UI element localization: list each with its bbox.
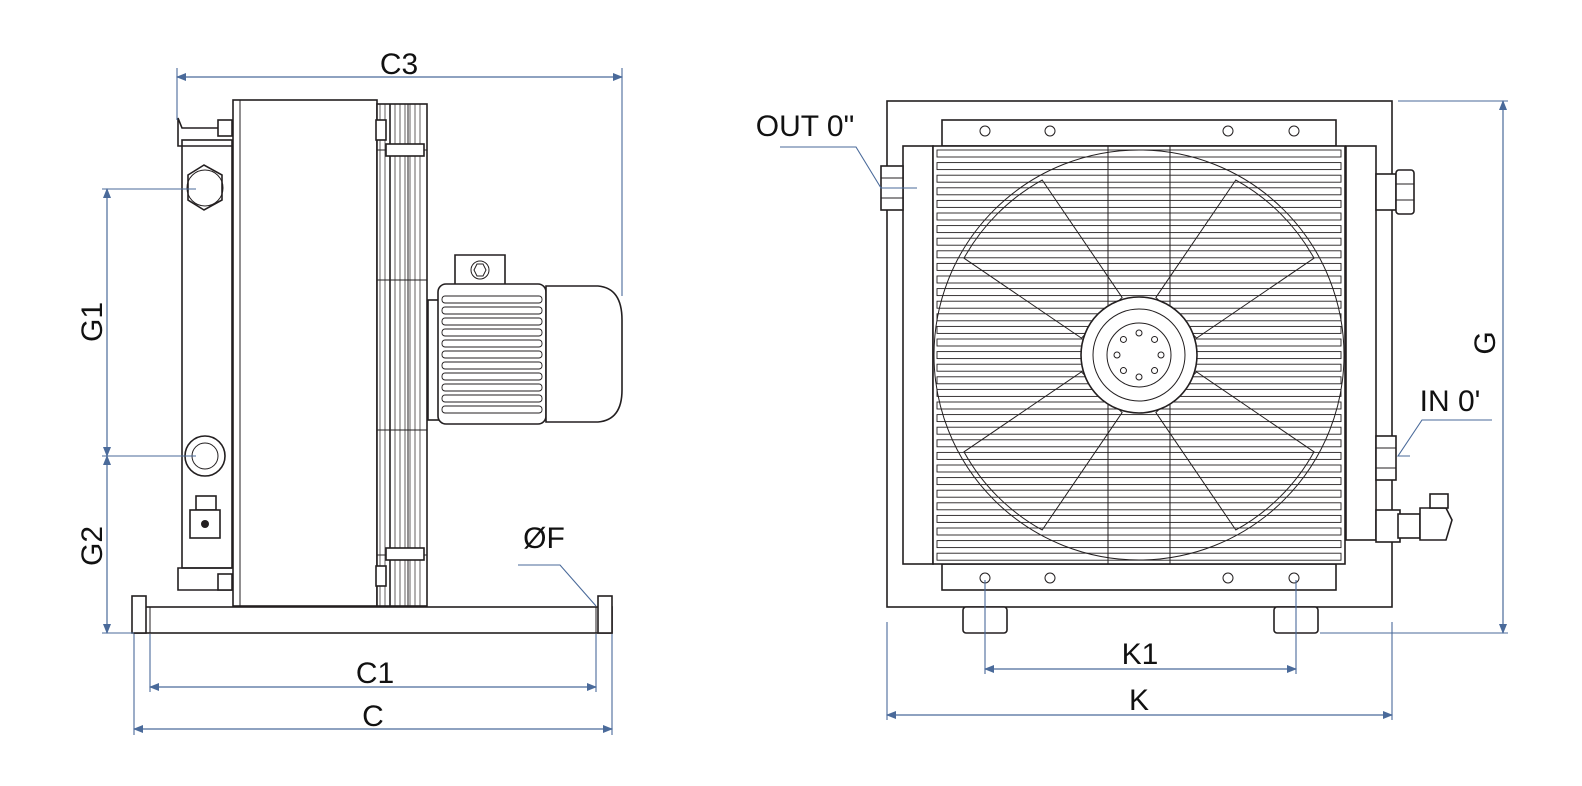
front-right-tank <box>1345 145 1377 541</box>
side-upper-port <box>186 164 224 211</box>
front-dimensions <box>780 100 1508 720</box>
label-phi-f: ØF <box>523 522 565 555</box>
label-out: OUT 0" <box>756 110 854 143</box>
label-g1: G1 <box>76 302 109 342</box>
label-k1: K1 <box>1122 638 1159 671</box>
side-base-plate <box>133 606 613 634</box>
side-dimensions <box>102 68 623 735</box>
label-c: C <box>362 700 384 733</box>
side-core <box>232 99 378 607</box>
side-fan-guard <box>375 103 428 607</box>
label-g2: G2 <box>76 526 109 566</box>
label-in: IN 0' <box>1420 385 1481 418</box>
front-fan <box>933 149 1345 561</box>
label-c3: C3 <box>380 48 418 81</box>
side-motor <box>427 254 623 425</box>
front-sensor <box>1375 493 1453 543</box>
front-left-tank <box>902 145 934 565</box>
side-view: C3 G1 G2 C1 C ØF <box>76 48 623 735</box>
label-c1: C1 <box>356 657 394 690</box>
side-sensor <box>189 495 221 539</box>
label-k: K <box>1129 684 1149 717</box>
front-right-plug <box>1375 169 1415 215</box>
front-view: OUT 0" IN 0' G K1 K <box>756 100 1508 720</box>
front-bottom-bracket <box>941 563 1337 591</box>
label-g: G <box>1469 331 1502 354</box>
front-top-bracket <box>941 119 1337 147</box>
front-in-port <box>1375 435 1397 481</box>
